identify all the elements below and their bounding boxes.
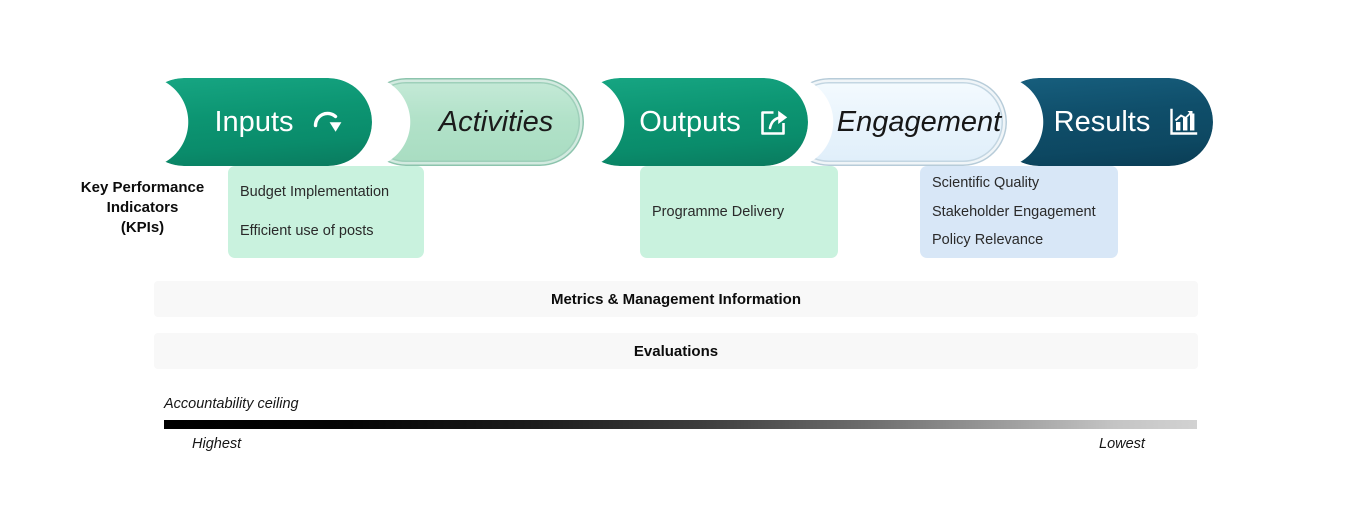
flow-stage-inputs[interactable]: Inputs: [140, 78, 372, 166]
accountability-ceiling-title: Accountability ceiling: [164, 396, 299, 412]
bar-chart-growth-icon: [1166, 105, 1200, 139]
flow-stage-label: Engagement: [836, 105, 1002, 138]
pill-background-inputs: [140, 78, 372, 166]
flow-stage-label: Outputs: [639, 105, 741, 138]
pill-label-activities: Activities: [393, 105, 554, 138]
process-flow-chain: Inputs Activities Outputs: [140, 78, 1215, 168]
pill-label-outputs: Outputs: [593, 105, 791, 139]
pill-background-outputs: [576, 78, 808, 166]
accountability-gradient-bar: [164, 420, 1197, 429]
flow-stage-activities[interactable]: Activities: [362, 78, 584, 166]
accountability-lowest-label: Lowest: [1099, 436, 1145, 452]
kpi-row-label-line: Key Performance: [80, 179, 205, 196]
kpi-row-label-line: Indicators: [106, 198, 179, 216]
kpi-item: Stakeholder Engagement: [932, 203, 1096, 220]
banner-metrics-management-information[interactable]: Metrics & Management Information: [154, 281, 1198, 317]
banner-label: Metrics & Management Information: [550, 290, 802, 308]
banner-evaluations[interactable]: Evaluations: [154, 333, 1198, 369]
kpi-item: Budget Implementation: [240, 184, 390, 201]
flow-stage-results[interactable]: Results: [995, 78, 1213, 166]
cycle-arrow-icon: [310, 105, 344, 139]
pill-label-results: Results: [1008, 105, 1201, 139]
kpi-row-label-line: (KPIs): [120, 218, 165, 236]
kpi-box-outputs[interactable]: Programme Delivery: [640, 166, 838, 258]
kpi-row: Key Performance Indicators (KPIs) Budget…: [0, 166, 1347, 262]
flow-stage-label: Inputs: [214, 105, 294, 138]
pill-label-engagement: Engagement: [791, 105, 1002, 138]
kpi-box-inputs[interactable]: Budget Implementation Efficient use of p…: [228, 166, 424, 258]
flow-stage-label: Results: [1053, 105, 1151, 138]
kpi-box-engagement[interactable]: Scientific Quality Stakeholder Engagemen…: [920, 166, 1118, 258]
kpi-item: Policy Relevance: [932, 232, 1044, 249]
kpi-item: Efficient use of posts: [240, 223, 374, 239]
share-export-icon: [757, 105, 791, 139]
kpi-item: Programme Delivery: [652, 203, 785, 220]
accountability-ceiling-scale: Accountability ceiling Highest Lowest: [0, 396, 1347, 466]
kpi-item: Scientific Quality: [932, 175, 1040, 192]
pill-background-activities: [362, 78, 584, 166]
accountability-highest-label: Highest: [192, 436, 242, 452]
pill-background-engagement: [785, 78, 1007, 166]
flow-stage-label: Activities: [438, 105, 554, 138]
kpi-row-label: Key Performance Indicators (KPIs): [60, 178, 225, 238]
banner-label: Evaluations: [633, 342, 719, 360]
pill-label-inputs: Inputs: [169, 105, 344, 139]
flow-stage-outputs[interactable]: Outputs: [576, 78, 808, 166]
flow-stage-engagement[interactable]: Engagement: [785, 78, 1007, 166]
